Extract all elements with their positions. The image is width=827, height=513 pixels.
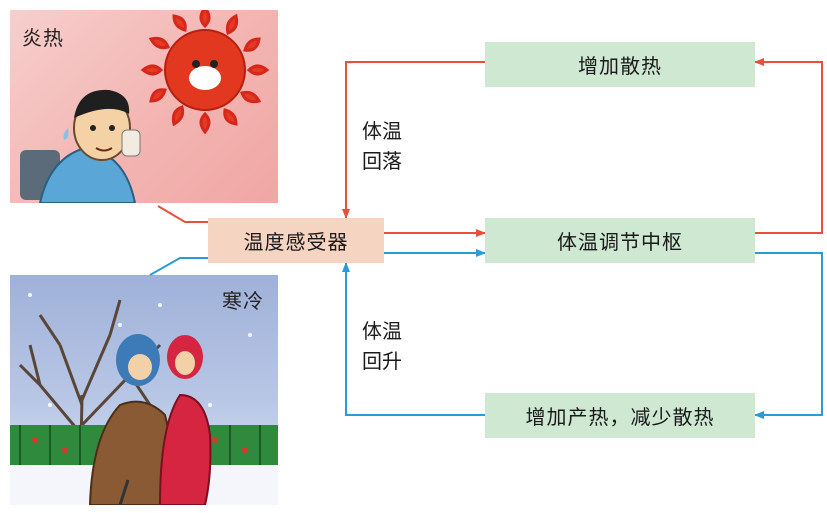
temperature-fall-line1: 体温 [362, 119, 402, 143]
elderly-couple-figure [88, 334, 212, 505]
temperature-fall-label: 体温 回落 [362, 116, 402, 176]
temperature-rise-line1: 体温 [362, 319, 402, 343]
center-to-heat-gain-arrow [754, 252, 823, 419]
increase-heat-loss-box: 增加散热 [485, 42, 755, 87]
temperature-receptor-box: 温度感受器 [208, 218, 384, 263]
cold-scene-drawing [10, 293, 278, 505]
cold-input-line [149, 257, 208, 276]
temperature-rise-feedback-arrow [342, 262, 485, 416]
temperature-fall-feedback-arrow [342, 61, 485, 219]
temperature-rise-line2: 回升 [362, 349, 402, 373]
temperature-rise-label: 体温 回升 [362, 316, 402, 376]
hot-scene-illustration: 炎热 [10, 10, 278, 203]
hiker-figure [20, 89, 141, 203]
hot-scene-drawing [20, 10, 270, 203]
thermoregulation-center-box: 体温调节中枢 [485, 218, 755, 263]
hot-label: 炎热 [22, 26, 64, 50]
cold-scene-illustration: 寒冷 [10, 275, 278, 505]
cold-label: 寒冷 [222, 289, 264, 313]
hot-input-line [157, 205, 208, 223]
sun-icon [140, 10, 270, 135]
increase-heat-production-box: 增加产热，减少散热 [485, 393, 755, 438]
temperature-fall-line2: 回落 [362, 149, 402, 173]
center-to-heat-loss-arrow [754, 58, 823, 234]
